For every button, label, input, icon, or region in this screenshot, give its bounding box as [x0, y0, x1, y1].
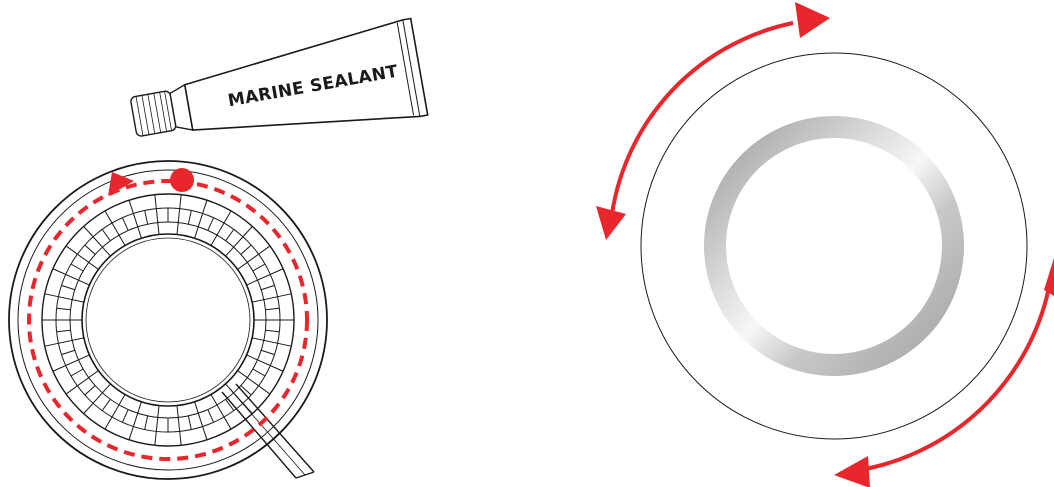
bezel-rib-minor: [70, 368, 84, 377]
bezel-rib-minor: [84, 385, 96, 396]
bezel-rib: [154, 405, 160, 446]
bezel-rib: [210, 394, 232, 430]
bezel-rib-minor: [144, 210, 149, 225]
bezel-rib-minor: [261, 349, 275, 356]
bezel-rib: [246, 354, 284, 372]
bezel-rib-minor: [61, 284, 75, 291]
bezel-rib-minor: [121, 409, 129, 423]
bezel-rib: [246, 268, 284, 286]
cable: [221, 383, 315, 479]
rotate-arrows-icon: [596, 2, 1054, 487]
sealant-tube-icon: MARINE SEALANT: [130, 17, 429, 137]
bezel-rib-minor: [225, 229, 235, 242]
bezel-rib-minor: [225, 398, 235, 411]
bezel-rib: [210, 210, 232, 246]
bezel-rib: [104, 210, 126, 246]
rotate-arrow-top: [608, 21, 794, 233]
metal-ring: [704, 116, 964, 376]
bezel-rib-minor: [240, 244, 252, 255]
bezel-rib: [237, 245, 271, 270]
mounting-ring-icon: [8, 160, 328, 480]
bezel-rib: [194, 200, 208, 239]
bezel-rib-minor: [207, 217, 215, 231]
bezel-rib-minor: [240, 385, 252, 396]
bezel-rib: [44, 337, 84, 347]
bezel-rib-minor: [101, 229, 111, 242]
bezel-rib: [176, 194, 182, 235]
bezel-rib: [65, 245, 99, 270]
rotate-arrow-bottom: [859, 269, 1054, 472]
bead-direction-arrow: [108, 172, 134, 196]
bezel-rib-minor: [56, 329, 71, 333]
bezel-rib-minor: [265, 329, 280, 333]
bezel-rib-minor: [121, 217, 129, 231]
bezel-rib-minor: [187, 415, 192, 430]
bezel-rib: [83, 383, 111, 414]
bezel-rib-minor: [207, 409, 215, 423]
bezel-rib-minor: [70, 263, 84, 272]
bezel-rib: [104, 394, 126, 430]
bezel-rib-minor: [252, 368, 266, 377]
bezel-rib: [65, 370, 99, 395]
bezel-rib-minor: [56, 307, 71, 311]
bezel-rib: [128, 401, 142, 440]
bezel-rib: [225, 226, 253, 257]
bezel-rib: [52, 268, 90, 286]
inner-ring-edge: [17, 169, 319, 471]
bezel-rib: [83, 226, 111, 257]
bezel-rib: [176, 405, 182, 446]
bezel-rib: [128, 200, 142, 239]
bezel-rib-minor: [252, 263, 266, 272]
bezel-rib-minor: [187, 210, 192, 225]
bezel-rib-minor: [84, 244, 96, 255]
trim-ring-icon: [640, 52, 1028, 440]
sealant-bead-path: [27, 179, 309, 461]
bezel-rib-minor: [265, 307, 280, 311]
bezel-rib: [252, 337, 292, 347]
trim-ring-outer: [640, 52, 1028, 440]
bezel-rib: [194, 401, 208, 440]
sealant-dot-icon: [170, 168, 194, 192]
bezel-rib: [52, 354, 90, 372]
bezel-rib-minor: [61, 349, 75, 356]
bezel-rib: [237, 370, 271, 395]
bezel-rib-minor: [144, 415, 149, 430]
bezel-rib: [154, 194, 160, 235]
bezel-rib: [252, 293, 292, 303]
bezel-rib-minor: [101, 398, 111, 411]
bezel-rib-minor: [261, 284, 275, 291]
bezel-rib: [44, 293, 84, 303]
